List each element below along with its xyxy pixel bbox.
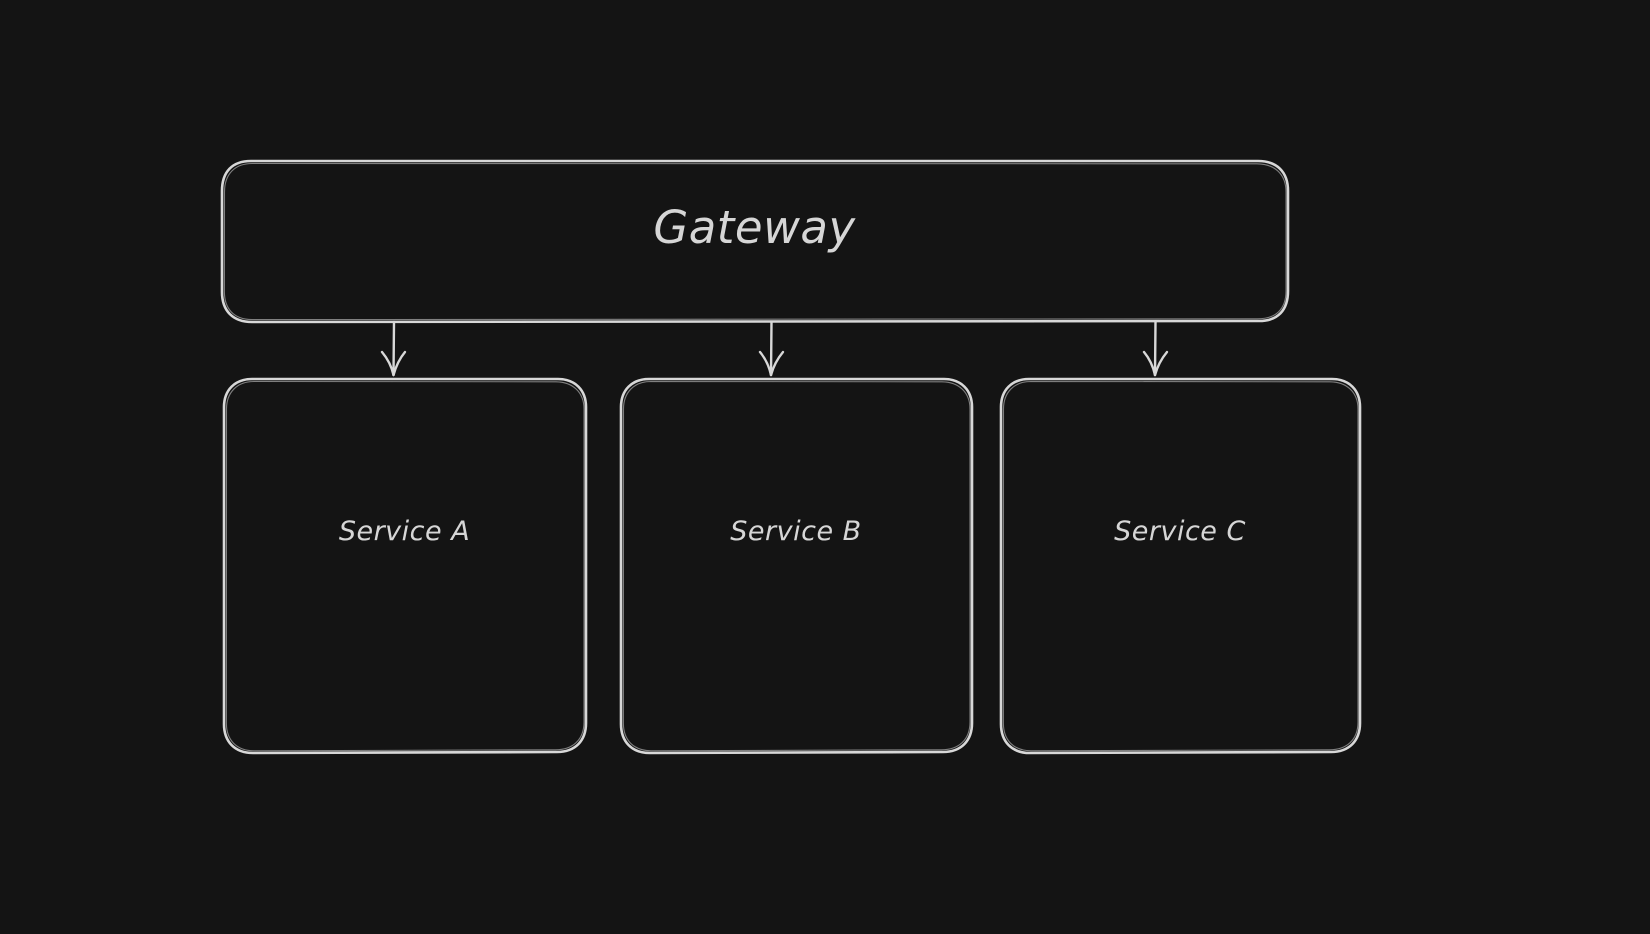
edge-gateway-to-service-b[interactable] xyxy=(758,320,785,377)
node-gateway-shape[interactable] xyxy=(220,159,1290,324)
node-service-c-shape[interactable] xyxy=(999,377,1362,755)
edge-gateway-to-service-a[interactable] xyxy=(380,320,407,377)
node-service-b-shape[interactable] xyxy=(619,377,974,755)
node-service-a-shape[interactable] xyxy=(222,377,588,755)
edge-gateway-to-service-c[interactable] xyxy=(1142,320,1169,377)
